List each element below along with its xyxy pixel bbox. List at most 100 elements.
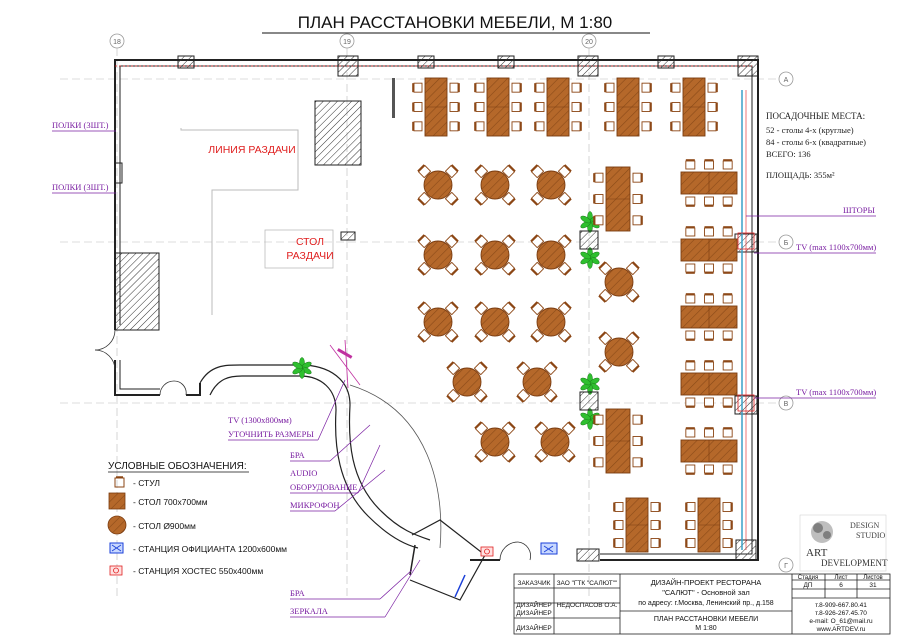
page-title: ПЛАН РАССТАНОВКИ МЕБЕЛИ, М 1:80 <box>298 13 613 32</box>
square-table-6-seats <box>685 497 733 553</box>
square-table-6-seats <box>680 226 738 274</box>
chair <box>685 502 696 512</box>
chair <box>632 414 643 425</box>
chair <box>516 361 531 376</box>
annotation-callouts: ПОЛКИ (3ШТ.) ПОЛКИ (3ШТ.) ШТОРЫ TV (max … <box>52 120 876 618</box>
chair <box>557 164 572 179</box>
chair <box>704 464 714 475</box>
stage-value: ДП <box>803 582 812 589</box>
contact-email: e-mail: O_61@mail.ru <box>809 618 873 625</box>
designer-label-3: ДИЗАЙНЕР <box>516 623 551 632</box>
designer-label-2: ДИЗАЙНЕР <box>516 608 551 617</box>
chair-icon <box>114 476 125 488</box>
kitchen-equipment-block <box>114 252 160 331</box>
chair <box>474 301 489 316</box>
legend: УСЛОВНЫЕ ОБОЗНАЧЕНИЯ: - СТУЛ - СТОЛ 700х… <box>107 461 287 576</box>
seats-round: 52 - столы 4-х (круглые) <box>766 125 854 135</box>
chair <box>707 121 718 132</box>
planter-box <box>579 391 599 411</box>
microphone-callout: МИКРОФОН <box>290 500 340 510</box>
chair <box>474 121 485 132</box>
studio-logo: DESIGN STUDIO ART DEVELOPMENT <box>799 514 888 572</box>
tv-right-callout-2: TV (max 1100x700мм) <box>796 387 876 397</box>
contact-site: www.ARTDEV.ru <box>816 626 866 633</box>
chair <box>632 215 643 226</box>
axis-19-label: 19 <box>343 39 351 46</box>
chair <box>449 82 460 93</box>
furniture-layout <box>412 77 738 553</box>
title-block-text: ЗАКАЗЧИК ЗАО "ГТК "САЛЮТ"" ДИЗАЙНЕР НЕДО… <box>516 575 882 633</box>
curtains-callout: ШТОРЫ <box>843 205 876 215</box>
chair <box>685 464 696 475</box>
shelves-callout-1: ПОЛКИ (3ШТ.) <box>52 120 109 130</box>
chair <box>501 421 516 436</box>
chair <box>501 261 516 276</box>
contact-phone-1: т.8-909-667.80.41 <box>815 602 867 609</box>
chair <box>516 388 531 403</box>
audio-callout-1: AUDIO <box>290 468 317 478</box>
chair <box>501 234 516 249</box>
square-table-6-seats <box>474 77 522 137</box>
chair <box>543 388 558 403</box>
chair <box>613 502 624 512</box>
round-table-4-seats <box>530 164 572 206</box>
chair <box>604 121 615 132</box>
logo-line-4: DEVELOPMENT <box>821 558 888 568</box>
chair <box>685 196 696 207</box>
serving-table-label-1: СТОЛ <box>296 236 324 248</box>
chair <box>412 82 423 93</box>
square-table-6-seats <box>680 159 738 207</box>
chair <box>704 159 714 170</box>
square-table-6-seats <box>680 293 738 341</box>
plant-icon <box>580 373 600 395</box>
chair <box>571 121 582 132</box>
axis-20-marker <box>581 33 597 49</box>
round-table-4-seats <box>474 421 516 463</box>
chair <box>670 121 681 132</box>
axis-18-marker <box>109 33 125 49</box>
doors <box>94 329 531 561</box>
chair <box>557 328 572 343</box>
chair <box>501 448 516 463</box>
chair <box>685 226 696 237</box>
round-table-icon <box>107 515 127 535</box>
serving-table-frame <box>264 229 334 269</box>
chair <box>501 164 516 179</box>
chair <box>685 520 696 530</box>
chair <box>444 234 459 249</box>
seats-square: 84 - столы 6-х (квадратные) <box>766 137 866 147</box>
chair <box>641 82 652 93</box>
chair <box>474 164 489 179</box>
sheet-title-1: ПЛАН РАССТАНОВКИ МЕБЕЛИ <box>654 616 758 623</box>
axis-g-label: Г <box>784 563 788 570</box>
chair <box>571 82 582 93</box>
project-line-1: ДИЗАЙН-ПРОЕКТ РЕСТОРАНА <box>651 578 762 587</box>
chair <box>722 502 733 512</box>
seating-info: ПОСАДОЧНЫЕ МЕСТА: 52 - столы 4-х (круглы… <box>766 111 866 180</box>
square-table-6-seats <box>534 77 582 137</box>
chair <box>444 261 459 276</box>
chair <box>685 263 696 274</box>
chair <box>670 102 681 112</box>
hostess-station-icon <box>109 565 123 576</box>
chair <box>704 263 714 274</box>
chair <box>474 82 485 93</box>
serving-line-label: ЛИНИЯ РАЗДАЧИ <box>208 144 295 156</box>
chair <box>722 226 733 237</box>
sconce-callout-2: БРА <box>290 588 306 598</box>
chair <box>722 427 733 438</box>
chair <box>557 301 572 316</box>
round-table-4-seats <box>534 421 576 463</box>
chair <box>593 414 604 425</box>
chair <box>704 397 714 408</box>
legend-round-table-label: - СТОЛ Ø900мм <box>133 521 196 531</box>
round-table-4-seats <box>598 261 640 303</box>
square-table-6-seats <box>680 427 738 475</box>
chair <box>704 330 714 341</box>
logo-line-2: STUDIO <box>856 531 886 540</box>
sheets-label: Листов <box>863 575 883 581</box>
chair <box>722 196 733 207</box>
axis-18-label: 18 <box>113 39 121 46</box>
chair <box>412 102 423 112</box>
